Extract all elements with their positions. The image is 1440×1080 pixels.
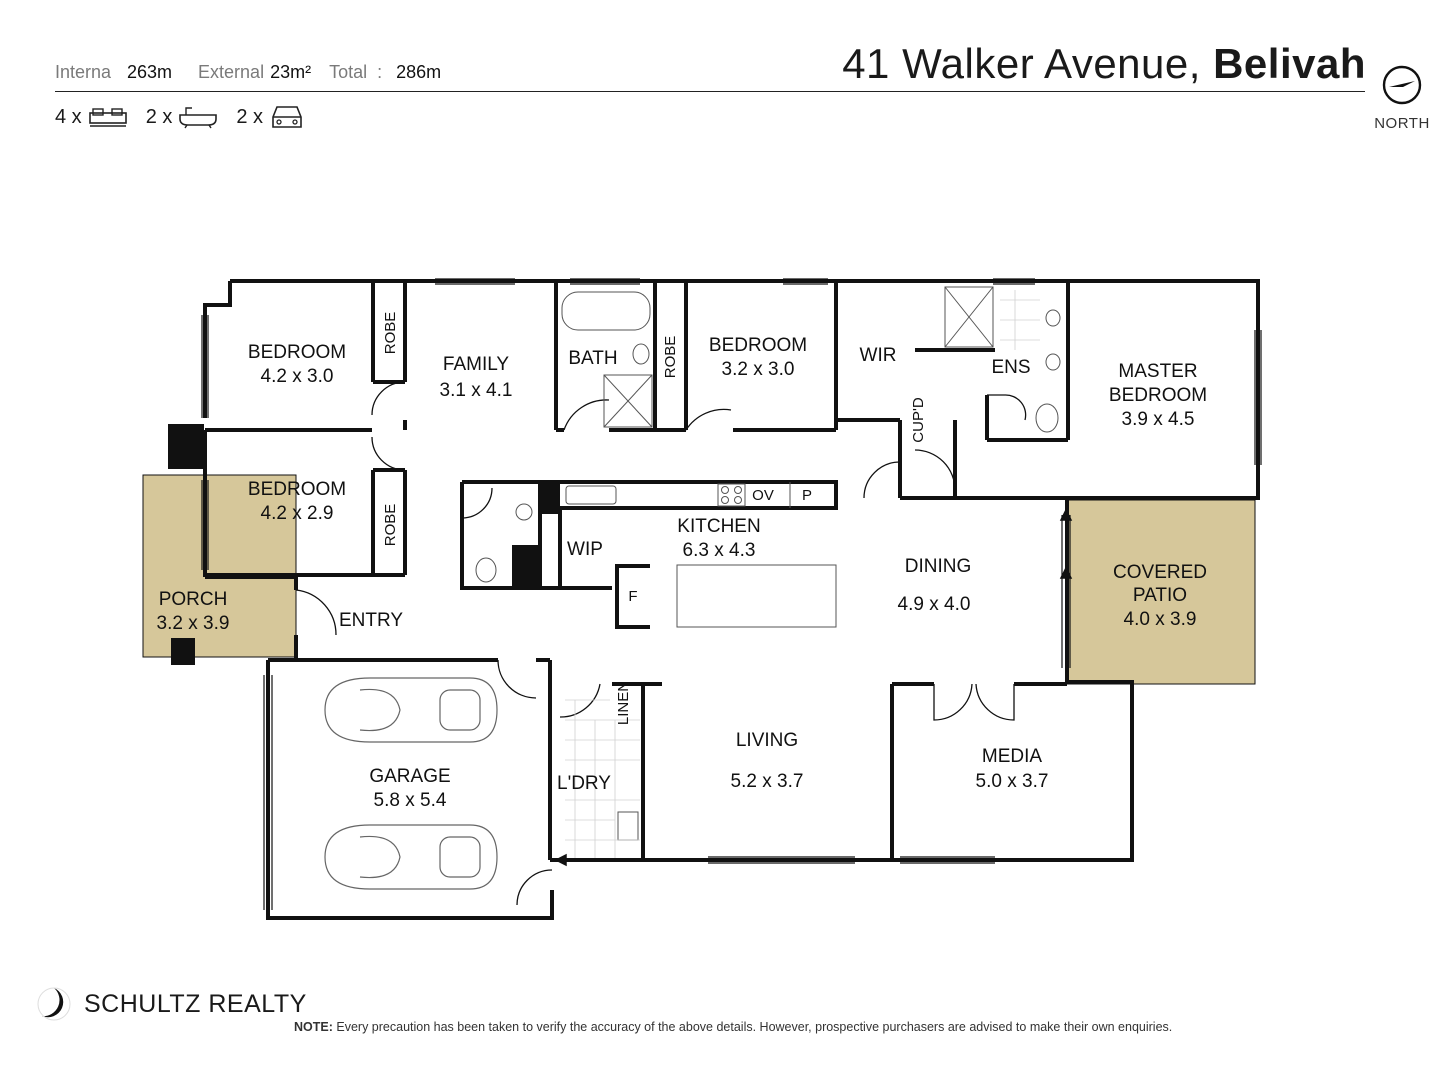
dining-name: DINING	[905, 556, 972, 577]
pillar-upper	[168, 424, 204, 469]
porch-dims: 3.2 x 3.9	[157, 613, 230, 634]
disclaimer-note: NOTE: Every precaution has been taken to…	[294, 1020, 1172, 1034]
agency-name: SCHULTZ REALTY	[84, 989, 307, 1018]
master-dims: 3.9 x 4.5	[1122, 409, 1195, 430]
kitchen-name: KITCHEN	[677, 516, 760, 537]
bed-icon	[88, 108, 127, 127]
header-divider	[55, 91, 1365, 92]
fridge-label: F	[628, 588, 637, 605]
note-label: NOTE:	[294, 1020, 333, 1034]
bedroom3-dims: 3.2 x 3.0	[722, 359, 795, 380]
total-separator: :	[377, 62, 383, 82]
patio-dims: 4.0 x 3.9	[1124, 609, 1197, 630]
family-name: FAMILY	[443, 354, 509, 375]
area-stats: Interna 263m External 23m² Total : 286m	[55, 62, 441, 83]
master-name-line1: MASTER	[1118, 361, 1197, 382]
porch-area	[142, 474, 297, 658]
carspace-count-label: 2 x	[236, 105, 264, 128]
bathroom-count-label: 2 x	[145, 105, 173, 128]
patio-name-line2: PATIO	[1133, 585, 1187, 606]
porch-name: PORCH	[159, 589, 228, 610]
fridge-block-bottom	[512, 545, 540, 588]
agency-mark-icon	[37, 987, 71, 1021]
fixtures	[475, 286, 1061, 841]
robe-label-1: ROBE	[382, 312, 399, 355]
internal-label: Interna	[55, 62, 112, 82]
patio-name-line1: COVERED	[1113, 562, 1207, 583]
bedroom1-dims: 4.2 x 3.0	[261, 366, 334, 387]
entry-name: ENTRY	[339, 610, 403, 631]
internal-value: 263m	[127, 62, 173, 82]
total-value: 286m	[396, 62, 442, 82]
media-name: MEDIA	[982, 746, 1043, 767]
oven-label: OV	[752, 487, 774, 504]
cupd-label: CUP'D	[910, 397, 927, 443]
pantry-label: P	[802, 487, 812, 504]
total-label: Total	[329, 62, 368, 82]
agency-logo: SCHULTZ REALTY	[36, 986, 307, 1022]
wip-name: WIP	[567, 539, 603, 560]
bath-icon	[179, 107, 218, 129]
car-icon	[272, 106, 302, 128]
media-dims: 5.0 x 3.7	[976, 771, 1049, 792]
north-indicator: NORTH	[1374, 64, 1430, 132]
ens-name: ENS	[991, 357, 1030, 378]
living-name: LIVING	[736, 730, 798, 751]
wir-name: WIR	[860, 345, 897, 366]
walls	[203, 279, 1260, 920]
street-address: 41 Walker Avenue,	[842, 40, 1201, 87]
bedroom2-name: BEDROOM	[248, 479, 346, 500]
bedroom1-name: BEDROOM	[248, 342, 346, 363]
external-value: 23m²	[270, 62, 312, 82]
bedroom-count-label: 4 x	[55, 105, 82, 128]
master-name-line2: BEDROOM	[1109, 385, 1207, 406]
living-dims: 5.2 x 3.7	[731, 771, 804, 792]
door-swings	[295, 381, 1027, 906]
linen-label: LINEN	[615, 681, 632, 725]
feature-counts: 4 x 2 x 2 x	[55, 103, 305, 131]
robe-label-2: ROBE	[382, 504, 399, 547]
robe-label-3: ROBE	[662, 336, 679, 379]
bedroom2-dims: 4.2 x 2.9	[261, 503, 334, 524]
north-label: NORTH	[1374, 115, 1430, 132]
car-icon	[324, 824, 498, 890]
external-label: External	[198, 62, 265, 82]
dining-dims: 4.9 x 4.0	[898, 594, 971, 615]
car-icon	[324, 677, 498, 743]
fridge-block-top	[540, 482, 560, 514]
laundry-exit-arrow	[554, 508, 1073, 867]
compass-icon	[1382, 65, 1422, 105]
laundry-name: L'DRY	[557, 773, 611, 794]
windows	[201, 278, 1262, 910]
garage-name: GARAGE	[369, 766, 450, 787]
bath-name: BATH	[568, 348, 617, 369]
bathroom-count: 2 x	[146, 105, 219, 129]
property-address: 41 Walker Avenue, Belivah	[842, 40, 1366, 88]
pillar-lower	[171, 638, 195, 665]
family-dims: 3.1 x 4.1	[440, 380, 513, 401]
carspace-count: 2 x	[236, 103, 305, 131]
kitchen-dims: 6.3 x 4.3	[683, 540, 756, 561]
tile-grid	[565, 290, 1040, 858]
note-text: Every precaution has been taken to verif…	[336, 1020, 1173, 1034]
suburb-name: Belivah	[1213, 40, 1366, 87]
bedroom-count: 4 x	[55, 105, 128, 129]
garage-dims: 5.8 x 5.4	[374, 790, 447, 811]
bedroom3-name: BEDROOM	[709, 335, 807, 356]
